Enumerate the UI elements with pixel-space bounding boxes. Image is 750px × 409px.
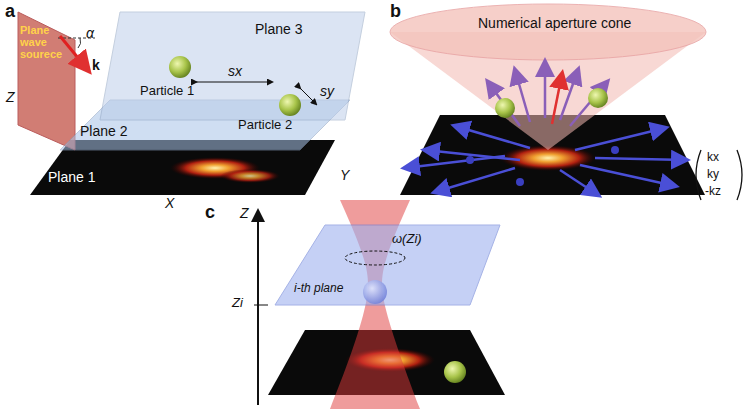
vector-label: k <box>92 58 100 73</box>
distance-label: sx <box>228 64 242 79</box>
plane-label: Plane 3 <box>255 22 302 37</box>
axis-label: Z <box>6 90 15 105</box>
vector-component: kx <box>707 151 719 164</box>
axis-label: Y <box>340 168 349 183</box>
axis-label: X <box>165 196 174 211</box>
particle-label: Particle 1 <box>140 84 194 98</box>
particle-label: Particle 2 <box>238 118 292 132</box>
plane-label: Plane 2 <box>80 124 127 139</box>
cone-label: Numerical aperture cone <box>478 16 631 31</box>
distance-label: sy <box>320 84 334 99</box>
axis-tick-label: Zi <box>232 296 243 310</box>
vector-component: -kz <box>705 185 721 198</box>
panel-letter: b <box>390 2 401 22</box>
angle-label: α <box>86 26 94 41</box>
vector-component: ky <box>707 168 719 181</box>
source-label: Plane wave sourece <box>20 24 72 60</box>
beam-waist-label: ω(Zi) <box>392 232 422 246</box>
plane-label: Plane 1 <box>48 170 95 185</box>
axis-label: Z <box>240 206 249 221</box>
plane-label: i-th plane <box>294 282 343 295</box>
panel-letter: c <box>205 203 215 223</box>
panel-letter: a <box>5 2 15 22</box>
